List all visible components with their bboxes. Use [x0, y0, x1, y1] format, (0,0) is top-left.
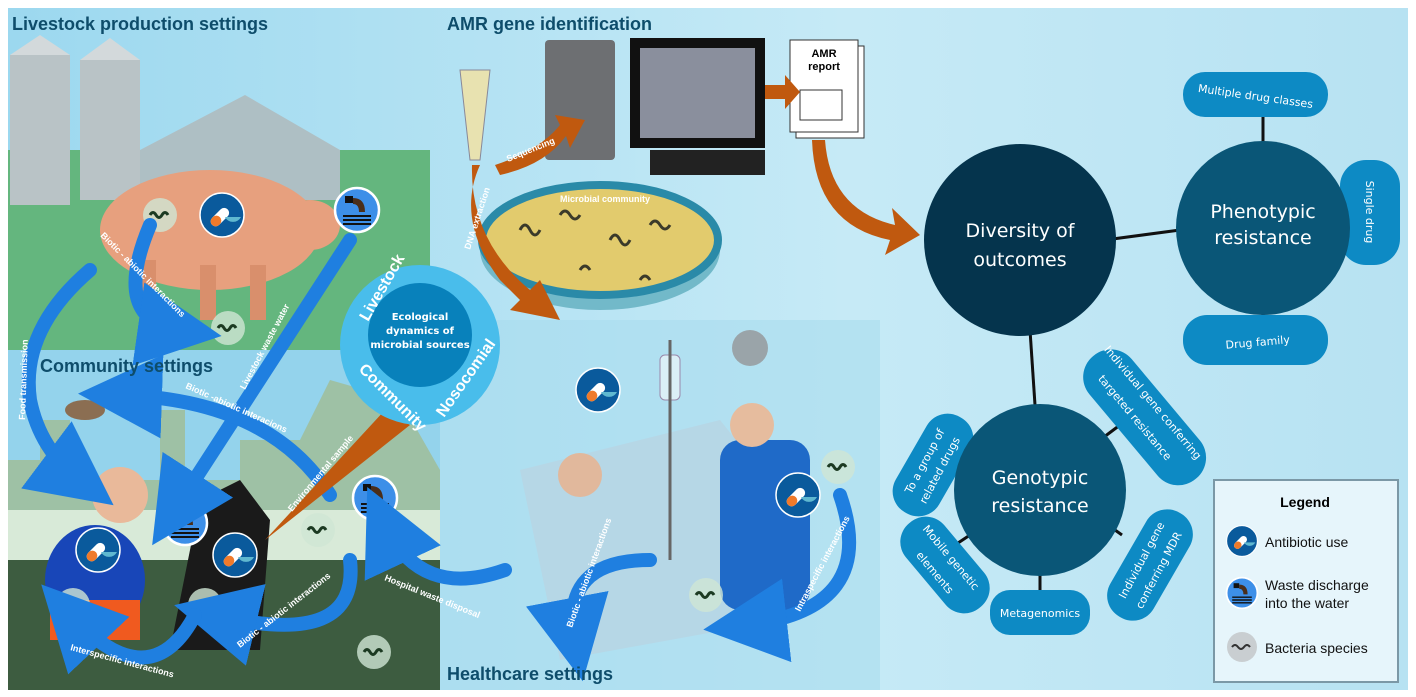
- phenotypic-resistance-node: [1176, 141, 1350, 315]
- report-arrow: [765, 75, 800, 109]
- healthcare-interaction-arrow: [525, 553, 657, 682]
- legend-label: Bacteria species: [1265, 640, 1368, 656]
- healthcare-panel: [440, 320, 880, 690]
- genotypic-resistance-node: [954, 404, 1126, 576]
- healthcare-section-title: Healthcare settings: [447, 664, 613, 684]
- bacteria-icon: [299, 511, 337, 549]
- amr-section-title: AMR gene identification: [447, 14, 652, 34]
- food-transmission-label: Food transmission: [17, 339, 30, 420]
- waste-discharge-icon: [351, 474, 399, 522]
- center-label: microbial sources: [370, 340, 469, 351]
- antibiotic-use-icon: [775, 472, 821, 518]
- bacteria-icon: [1227, 632, 1257, 662]
- legend-label: into the water: [1265, 595, 1349, 611]
- pill-related-drugs: [892, 413, 974, 517]
- pill-mdr: [1107, 509, 1193, 621]
- antibiotic-use-icon: [212, 532, 258, 578]
- single-drug-label: Single drug: [1363, 181, 1376, 244]
- amr-pipeline: AMR report Microbial community Sequencin…: [459, 38, 920, 320]
- waste-discharge-icon: [1225, 576, 1259, 610]
- intraspecific-arrow: [703, 488, 857, 663]
- legend: Legend Antibiotic use Waste discharge in…: [1213, 479, 1399, 683]
- outcome-pills: [892, 72, 1400, 635]
- antibiotic-use-icon: [575, 367, 621, 413]
- pig-interaction-arrow: [128, 218, 222, 366]
- antibiotic-use-icon: [199, 192, 245, 238]
- sample-tube: [459, 69, 491, 161]
- phenotypic-label: Phenotypic: [1210, 201, 1315, 223]
- antibiotic-use-icon: [1226, 525, 1258, 557]
- goose: [65, 400, 105, 420]
- diversity-of-outcomes-node: [924, 144, 1116, 336]
- pill-mobile-elements: [900, 516, 990, 614]
- silo: [80, 60, 140, 200]
- legend-label: Antibiotic use: [1265, 534, 1348, 550]
- food-transmission-arrow: [21, 263, 114, 506]
- genotypic-label: Genotypic: [992, 467, 1089, 489]
- antibiotic-use-icon: [75, 527, 121, 573]
- drug-family-label: Drug family: [1225, 333, 1291, 352]
- center-label: Ecological: [392, 312, 449, 323]
- patient: [558, 453, 602, 497]
- pill-metagenomics: [990, 590, 1090, 635]
- center-label: dynamics of: [386, 326, 455, 337]
- outcome-arrow: [812, 140, 920, 255]
- hospital-waste-arrow: [364, 486, 512, 586]
- microbial-community-label: Microbial community: [560, 194, 650, 204]
- sequencing-arrow: [495, 115, 585, 175]
- metagenomics-label: Metagenomics: [1000, 607, 1081, 620]
- community-interaction-arrow: [78, 354, 337, 502]
- pill-multiple-drug-classes: [1183, 72, 1328, 117]
- interspecific-arrow: [41, 584, 202, 675]
- bacteria-icon: [819, 448, 857, 486]
- bacteria-icon: [209, 309, 247, 347]
- dna-extraction-arrow: [471, 165, 560, 320]
- pill-single-drug: [1340, 160, 1400, 265]
- legend-label: Waste discharge: [1265, 577, 1369, 593]
- silo: [10, 55, 70, 205]
- bacteria-icon: [355, 633, 393, 671]
- environmental-sample-arrow: [265, 410, 410, 540]
- transmission-arrows: [21, 218, 857, 682]
- pill-targeted-resistance: [1083, 349, 1207, 486]
- community-section-title: Community settings: [40, 356, 213, 376]
- waste-discharge-icon: [333, 186, 381, 234]
- bacteria-icon: [687, 576, 725, 614]
- diversity-label: Diversity of: [966, 220, 1076, 242]
- nurse: [720, 440, 810, 610]
- diversity-label: outcomes: [973, 249, 1066, 271]
- report-title: AMR: [811, 48, 836, 60]
- livestock-waste-arrow: [152, 233, 357, 546]
- livestock-section-title: Livestock production settings: [12, 14, 268, 34]
- legend-title: Legend: [1280, 494, 1330, 510]
- phenotypic-label: resistance: [1214, 227, 1311, 249]
- pill-drug-family: [1183, 315, 1328, 365]
- report-title: report: [808, 61, 840, 73]
- genotypic-label: resistance: [991, 495, 1088, 517]
- dog-interaction-arrow: [174, 553, 358, 666]
